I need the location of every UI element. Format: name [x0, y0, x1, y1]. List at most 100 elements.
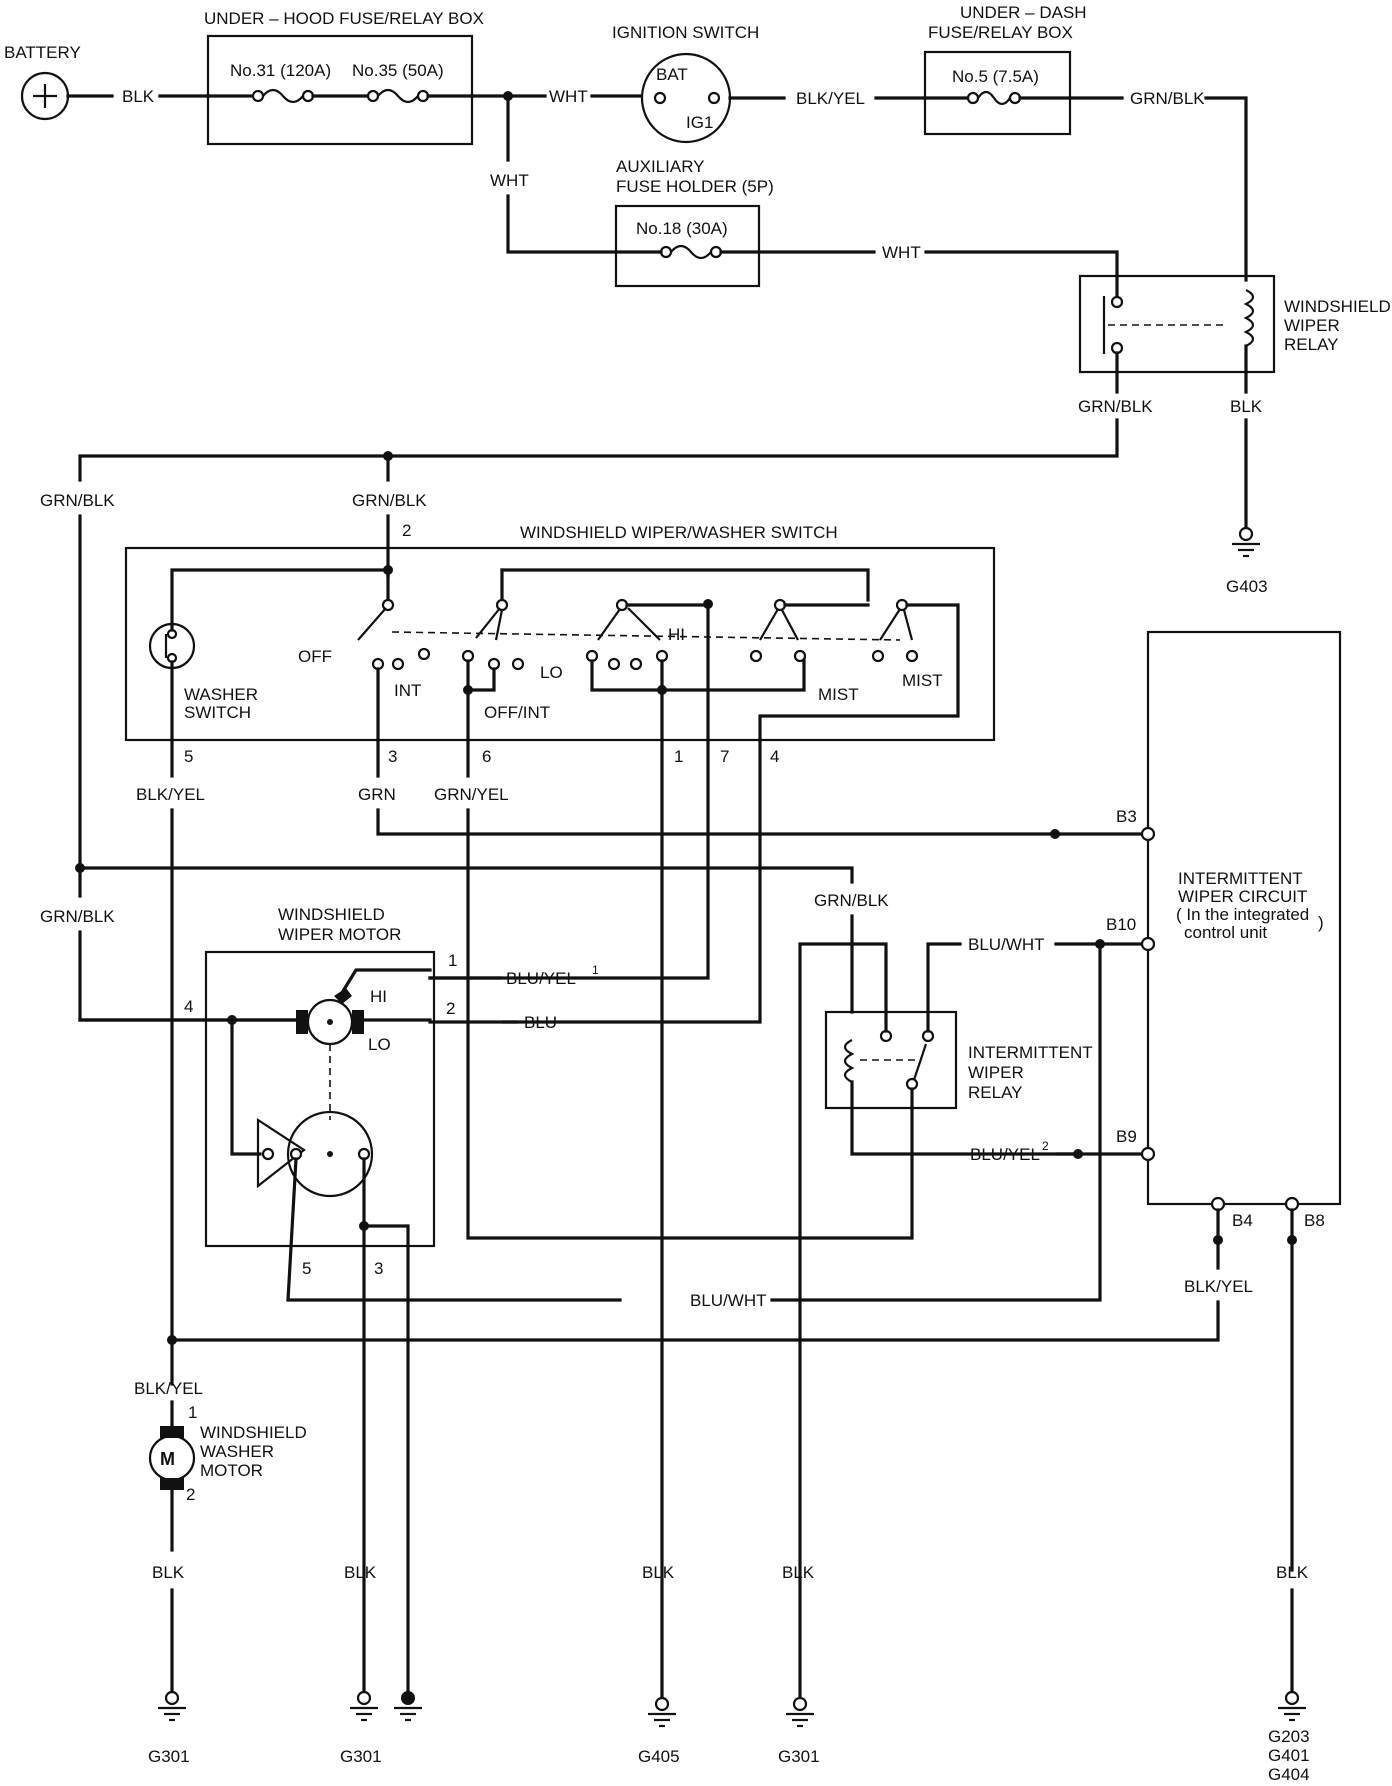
- wire-label-grn-blk-int: GRN/BLK: [814, 891, 889, 910]
- wire-label-wht-2: WHT: [490, 171, 529, 190]
- underdash-label-2: FUSE/RELAY BOX: [928, 23, 1073, 42]
- wiper-washer-switch: WINDSHIELD WIPER/WASHER SWITCH WASHER SW…: [124, 523, 996, 742]
- wire-label-blk-g301b: BLK: [344, 1563, 377, 1582]
- ground-g403: G403: [1226, 526, 1268, 596]
- switch-pin-6: 6: [482, 747, 491, 766]
- switch-pin-5: 5: [184, 747, 193, 766]
- ws-relay-label-1: WINDSHIELD: [1284, 297, 1391, 316]
- wire-label-blu-yel-1: BLU/YEL: [506, 969, 576, 988]
- windshield-washer-motor: M WINDSHIELD WASHER MOTOR: [148, 1423, 307, 1490]
- auxiliary-fuse-holder: AUXILIARY FUSE HOLDER (5P) No.18 (30A): [614, 157, 774, 288]
- ignition-bat-label: BAT: [656, 65, 688, 84]
- circuit-label-2: WIPER CIRCUIT: [1178, 887, 1307, 906]
- wire-label-blk-yel-ign: BLK/YEL: [796, 89, 865, 108]
- aux-label-1: AUXILIARY: [616, 157, 705, 176]
- wire-label-grn-blk-sw: GRN/BLK: [352, 491, 427, 510]
- switch-pin-3: 3: [388, 747, 397, 766]
- switch-hi-label: HI: [668, 625, 685, 644]
- wire-label-blk-yel-washer: BLK/YEL: [136, 785, 205, 804]
- wire-label-grn-blk-left: GRN/BLK: [40, 491, 115, 510]
- ground-label-g301b: G301: [340, 1747, 382, 1766]
- ignition-ig1-label: IG1: [686, 113, 713, 132]
- washer-motor-label-3: MOTOR: [200, 1461, 263, 1480]
- washer-switch-label-1: WASHER: [184, 685, 258, 704]
- switch-off-label: OFF: [298, 647, 332, 666]
- wire-label-blu-wht-b10: BLU/WHT: [968, 935, 1045, 954]
- switch-offint-label: OFF/INT: [484, 703, 550, 722]
- pin-b10: B10: [1106, 915, 1136, 934]
- int-relay-label-2: WIPER: [968, 1063, 1024, 1082]
- motor-hi-label: HI: [370, 987, 387, 1006]
- wiper-motor-label-2: WIPER MOTOR: [278, 925, 401, 944]
- wire-label-blk-yel-wm: BLK/YEL: [134, 1379, 203, 1398]
- motor-pin-2: 2: [446, 999, 455, 1018]
- wire-label-blu-yel-2-sup: 2: [1042, 1139, 1049, 1153]
- motor-pin-1: 1: [448, 951, 457, 970]
- wire-label-grn-blk-top: GRN/BLK: [1130, 89, 1205, 108]
- wire-label-wht-3: WHT: [882, 243, 921, 262]
- wire-label-blk-g405: BLK: [642, 1563, 675, 1582]
- wire-label-wht-1: WHT: [549, 87, 588, 106]
- washer-motor-label-2: WASHER: [200, 1442, 274, 1461]
- washer-motor-pin-1: 1: [188, 1403, 197, 1422]
- windshield-wiper-motor: WINDSHIELD WIPER MOTOR 1 2 4 HI LO 5 3: [78, 905, 622, 1700]
- motor-pin-4: 4: [184, 997, 193, 1016]
- underhood-fuse-relay-box: UNDER – HOOD FUSE/RELAY BOX No.31 (120A)…: [204, 9, 484, 146]
- fuse-5-label: No.5 (7.5A): [952, 67, 1039, 86]
- fuse-31-label: No.31 (120A): [230, 61, 331, 80]
- switch-mist-label-1: MIST: [818, 685, 859, 704]
- wire-label-grn-blk-relay: GRN/BLK: [1078, 397, 1153, 416]
- switch-pin-7: 7: [720, 747, 729, 766]
- ignition-switch-label: IGNITION SWITCH: [612, 23, 759, 42]
- circuit-label-1: INTERMITTENT: [1178, 869, 1303, 888]
- wire-label-blu: BLU: [524, 1013, 557, 1032]
- underhood-box-label: UNDER – HOOD FUSE/RELAY BOX: [204, 9, 484, 28]
- pin-b3: B3: [1116, 807, 1137, 826]
- aux-label-2: FUSE HOLDER (5P): [616, 177, 774, 196]
- wire-label-grn-blk-left-2: GRN/BLK: [40, 907, 115, 926]
- ground-label-g203: G203: [1268, 1727, 1310, 1746]
- wire-label-blu-yel-2: BLU/YEL: [970, 1145, 1040, 1164]
- switch-pin-2: 2: [402, 521, 411, 540]
- switch-lo-label: LO: [540, 663, 563, 682]
- wire-label-blk: BLK: [122, 87, 155, 106]
- wire-label-blk-relay: BLK: [1230, 397, 1263, 416]
- wire-label-blk-g301c: BLK: [782, 1563, 815, 1582]
- intermittent-wiper-relay: INTERMITTENT WIPER RELAY: [798, 942, 1093, 1700]
- washer-motor-label-1: WINDSHIELD: [200, 1423, 307, 1442]
- pin-b8: B8: [1304, 1211, 1325, 1230]
- washer-motor-m: M: [160, 1449, 175, 1469]
- wire-label-grn: GRN: [358, 785, 396, 804]
- wire-label-blu-wht-bottom: BLU/WHT: [690, 1291, 767, 1310]
- wire-label-blk-g301a: BLK: [152, 1563, 185, 1582]
- ground-g405: G405: [638, 1696, 680, 1766]
- pin-b4: B4: [1232, 1211, 1253, 1230]
- switch-pin-4: 4: [770, 747, 779, 766]
- wire-label-blk-g203: BLK: [1276, 1563, 1309, 1582]
- intermittent-wiper-circuit: INTERMITTENT WIPER CIRCUIT ( In the inte…: [1106, 630, 1342, 1230]
- ground-g203-g401-g404: G203 G401 G404: [1268, 1690, 1310, 1784]
- switch-mist-label-2: MIST: [902, 671, 943, 690]
- circuit-label-4: control unit: [1184, 923, 1267, 942]
- wiper-motor-label-1: WINDSHIELD: [278, 905, 385, 924]
- ground-g301-a: G301: [148, 1690, 190, 1766]
- ground-g301-c: G301: [778, 1696, 820, 1766]
- int-relay-label-3: RELAY: [968, 1083, 1023, 1102]
- ground-g301-b: G301: [340, 1690, 422, 1766]
- ignition-switch: IGNITION SWITCH BAT IG1: [612, 23, 759, 144]
- motor-pin-3: 3: [374, 1259, 383, 1278]
- washer-switch-label-2: SWITCH: [184, 703, 251, 722]
- motor-pin-5: 5: [302, 1259, 311, 1278]
- switch-pin-1: 1: [674, 747, 683, 766]
- ground-label-g404: G404: [1268, 1765, 1310, 1784]
- fuse-35-label: No.35 (50A): [352, 61, 444, 80]
- wire-label-blu-yel-1-sup: 1: [592, 963, 599, 977]
- underdash-label-1: UNDER – DASH: [960, 3, 1087, 22]
- ground-label-g403: G403: [1226, 577, 1268, 596]
- battery: BATTERY: [4, 43, 81, 121]
- switch-int-label: INT: [394, 681, 421, 700]
- switch-title: WINDSHIELD WIPER/WASHER SWITCH: [520, 523, 838, 542]
- underdash-fuse-relay-box: UNDER – DASH FUSE/RELAY BOX No.5 (7.5A): [923, 3, 1087, 136]
- battery-label: BATTERY: [4, 43, 81, 62]
